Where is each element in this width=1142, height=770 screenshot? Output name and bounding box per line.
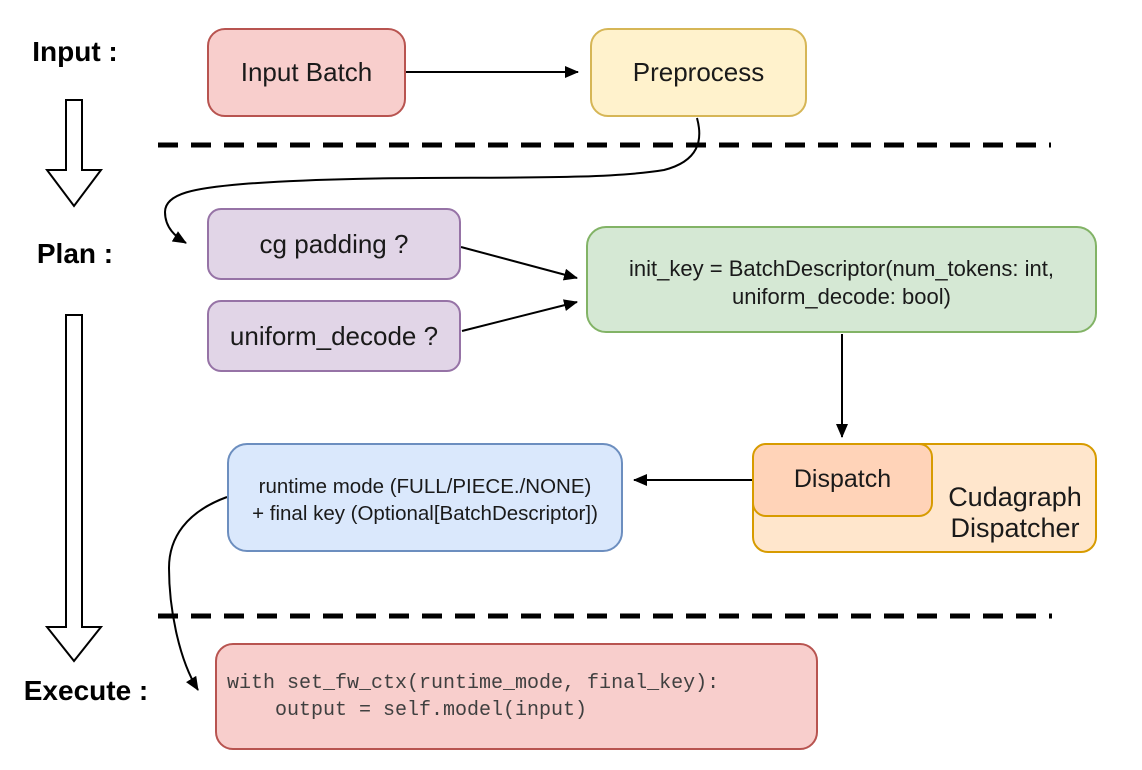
phase-label-input: Input : [32, 36, 118, 67]
uniform-decode-label: uniform_decode ? [229, 320, 439, 351]
init-key-line2: uniform_decode: bool) [732, 283, 951, 309]
execute-code-line2: output = self.model(input) [227, 698, 588, 722]
connector-preprocess-to-cg-padding [163, 117, 701, 244]
runtime-mode-node: runtime mode (FULL/PIECE./NONE) + final … [227, 443, 623, 552]
phase-label-plan: Plan : [36, 238, 114, 269]
cg-padding-node: cg padding ? [207, 208, 461, 280]
runtime-mode-line1: runtime mode (FULL/PIECE./NONE) [258, 474, 592, 498]
cudagraph-dispatcher-label: Cudagraph Dispatcher [935, 445, 1095, 551]
preprocess-label: Preprocess [632, 57, 765, 88]
cudagraph-dispatcher-line1: Cudagraph [948, 482, 1082, 512]
connector-uniform-decode-to-init-key [461, 299, 578, 332]
dispatch-node: Dispatch [752, 443, 933, 517]
input-batch-label: Input Batch [240, 57, 373, 88]
cudagraph-dispatcher-line2: Dispatcher [950, 513, 1080, 543]
phase-arrow-plan-to-execute-icon [44, 314, 104, 663]
input-batch-node: Input Batch [207, 28, 406, 117]
cg-padding-label: cg padding ? [259, 228, 409, 259]
connector-cg-padding-to-init-key [460, 246, 578, 281]
connector-runtime-mode-to-execute-code [167, 496, 228, 691]
dispatch-label: Dispatch [793, 465, 892, 494]
preprocess-node: Preprocess [590, 28, 807, 117]
uniform-decode-node: uniform_decode ? [207, 300, 461, 372]
runtime-mode-line2: + final key (Optional[BatchDescriptor]) [252, 501, 598, 525]
phase-label-execute: Execute : [23, 675, 149, 706]
init-key-node: init_key = BatchDescriptor(num_tokens: i… [586, 226, 1097, 333]
execute-code-node: with set_fw_ctx(runtime_mode, final_key)… [215, 643, 818, 750]
init-key-line1: init_key = BatchDescriptor(num_tokens: i… [629, 255, 1054, 281]
execute-code-line1: with set_fw_ctx(runtime_mode, final_key)… [227, 671, 720, 695]
phase-arrow-input-to-plan-icon [45, 99, 103, 208]
